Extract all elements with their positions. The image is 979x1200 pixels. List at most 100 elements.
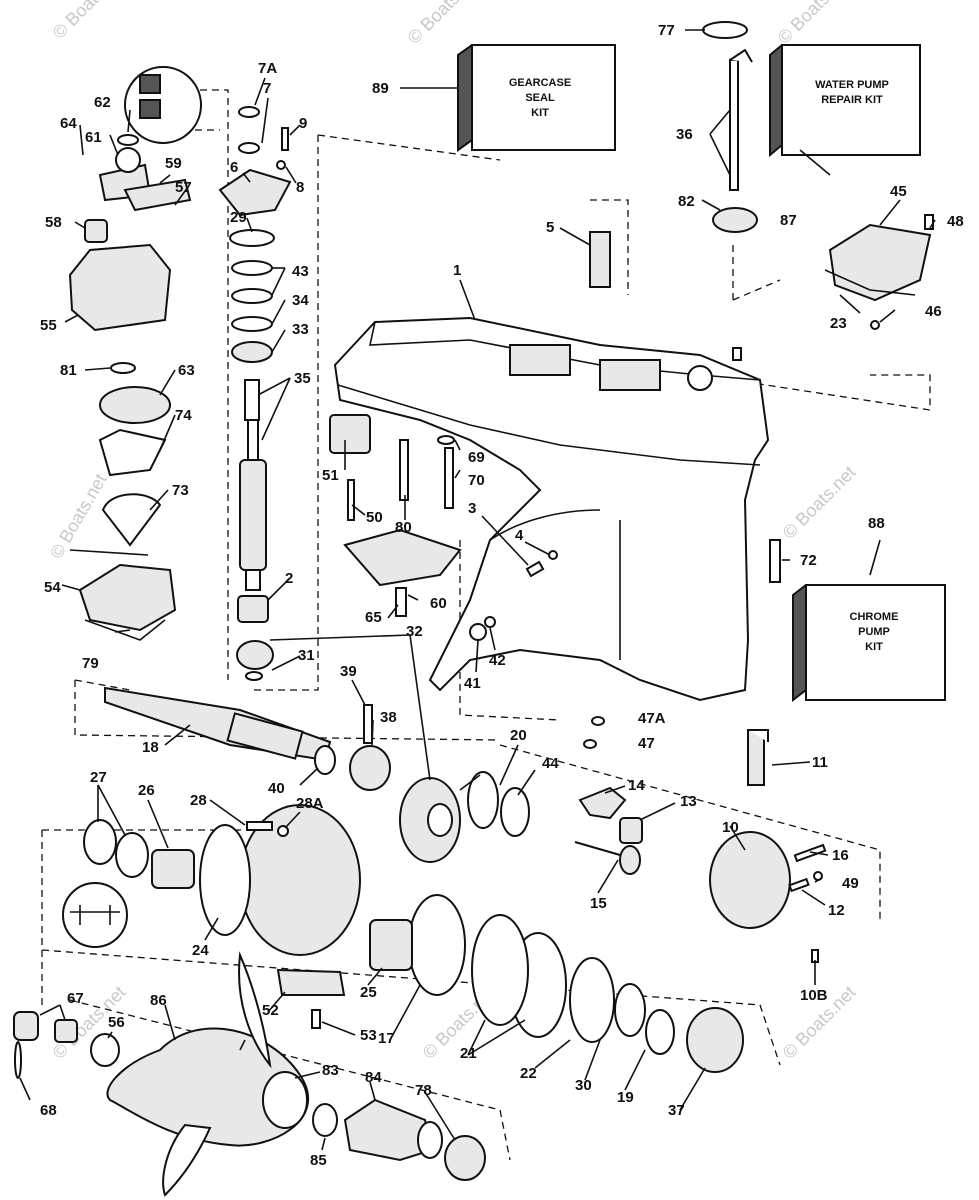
callout-38: 38 [380, 709, 397, 726]
kit-label-line: WATER PUMP [815, 79, 889, 91]
callout-68: 68 [40, 1102, 57, 1119]
shift-and-cover-parts [589, 21, 934, 583]
callout-45: 45 [890, 183, 907, 200]
callout-29: 29 [230, 209, 247, 226]
callout-7: 7 [263, 80, 271, 97]
kit-label-line: CHROME [850, 611, 899, 623]
kit-label-line: KIT [531, 107, 549, 119]
watermark-5: © Boats.net [779, 462, 860, 543]
callout-22: 22 [520, 1065, 537, 1082]
callout-33: 33 [292, 321, 309, 338]
callout-60: 60 [430, 595, 447, 612]
callout-34: 34 [292, 292, 309, 309]
callout-83: 83 [322, 1062, 339, 1079]
callout-10: 10 [722, 819, 739, 836]
callout-84: 84 [365, 1069, 382, 1086]
callout-49: 49 [842, 875, 859, 892]
callout-79: 79 [82, 655, 99, 672]
callout-61: 61 [85, 129, 102, 146]
callout-37: 37 [668, 1102, 685, 1119]
kit-label-line: GEARCASE [509, 77, 571, 89]
callout-62: 62 [94, 94, 111, 111]
callout-47a: 47A [638, 710, 666, 727]
gearcase-housing [333, 316, 770, 702]
driveshaft-assembly [218, 106, 292, 681]
kit-label-line: KIT [865, 641, 883, 653]
callout-28a: 28A [296, 795, 324, 812]
callout-13: 13 [680, 793, 697, 810]
callout-42: 42 [489, 652, 506, 669]
callout-40: 40 [268, 780, 285, 797]
callout-23: 23 [830, 315, 847, 332]
kit-box-chrome-pump: CHROME PUMP KIT [792, 584, 946, 703]
seal-detail-inset [124, 66, 202, 144]
callout-53: 53 [360, 1027, 377, 1044]
callout-54: 54 [44, 579, 61, 596]
callout-81: 81 [60, 362, 77, 379]
callout-14: 14 [628, 777, 645, 794]
callout-21: 21 [460, 1045, 477, 1062]
callout-65: 65 [365, 609, 382, 626]
callout-2: 2 [285, 570, 293, 587]
callout-36: 36 [676, 126, 693, 143]
callout-70: 70 [468, 472, 485, 489]
callout-55: 55 [40, 317, 57, 334]
propeller-and-hub [13, 951, 486, 1197]
callout-24: 24 [192, 942, 209, 959]
kit-label-line: SEAL [525, 92, 555, 104]
callout-28: 28 [190, 792, 207, 809]
watermark-1: © Boats.net [49, 0, 130, 43]
callout-48: 48 [947, 213, 964, 230]
callout-16: 16 [832, 847, 849, 864]
kit-box-gearcase-seal: GEARCASE SEAL KIT [457, 44, 616, 152]
callout-15: 15 [590, 895, 607, 912]
kit-label-line: REPAIR KIT [821, 94, 883, 106]
callout-74: 74 [175, 407, 192, 424]
callout-30: 30 [575, 1077, 592, 1094]
callout-56: 56 [108, 1014, 125, 1031]
callout-5: 5 [546, 219, 554, 236]
shift-mechanism [574, 729, 827, 963]
callout-31: 31 [298, 647, 315, 664]
callout-20: 20 [510, 727, 527, 744]
callout-18: 18 [142, 739, 159, 756]
bearing-parts [62, 819, 195, 948]
callout-85: 85 [310, 1152, 327, 1169]
callout-26: 26 [138, 782, 155, 799]
callout-43: 43 [292, 263, 309, 280]
callout-59: 59 [165, 155, 182, 172]
callout-57: 57 [175, 179, 192, 196]
callout-64: 64 [60, 115, 77, 132]
watermark-4: © Boats.net [46, 470, 110, 562]
callout-12: 12 [828, 902, 845, 919]
callout-89: 89 [372, 80, 389, 97]
callout-73: 73 [172, 482, 189, 499]
callout-67: 67 [67, 990, 84, 1007]
callout-35: 35 [294, 370, 311, 387]
callout-41: 41 [464, 675, 481, 692]
callout-leaders [19, 29, 936, 1151]
callout-44: 44 [542, 755, 559, 772]
seal-detail-inset [62, 882, 128, 948]
callout-9: 9 [299, 115, 307, 132]
callout-86: 86 [150, 992, 167, 1009]
callout-58: 58 [45, 214, 62, 231]
callout-27: 27 [90, 769, 107, 786]
callout-47: 47 [638, 735, 655, 752]
propshaft-and-gears [104, 686, 744, 1073]
callout-80: 80 [395, 519, 412, 536]
watermark-2: © Boats.net [404, 0, 485, 48]
callout-69: 69 [468, 449, 485, 466]
callout-11: 11 [812, 754, 828, 771]
callout-77: 77 [658, 22, 675, 39]
callout-78: 78 [415, 1082, 432, 1099]
kit-box-water-pump-repair: WATER PUMP REPAIR KIT [769, 44, 921, 158]
callout-63: 63 [178, 362, 195, 379]
callout-72: 72 [800, 552, 817, 569]
callout-52: 52 [262, 1002, 279, 1019]
kit-label-line: PUMP [858, 626, 890, 638]
watermark-3: © Boats.net [774, 0, 855, 48]
callout-10b: 10B [800, 987, 828, 1004]
callout-25: 25 [360, 984, 377, 1001]
water-pump-assembly [68, 66, 202, 641]
